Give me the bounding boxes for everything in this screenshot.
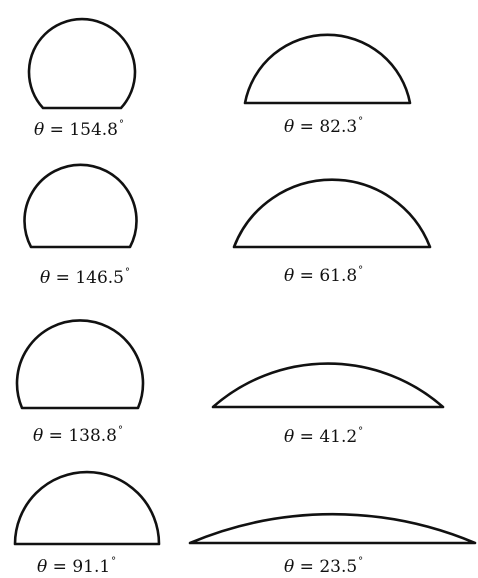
droplet-shape-8 [188, 512, 477, 545]
contact-angle-label-8: θ = 23.5° [284, 556, 364, 577]
droplet-shape-6 [211, 362, 445, 409]
contact-angle-label-7: θ = 91.1° [37, 556, 117, 577]
contact-angle-label-5: θ = 138.8° [33, 425, 123, 446]
droplet-shape-5 [15, 319, 145, 410]
contact-angle-label-2: θ = 82.3° [284, 116, 364, 137]
droplet-shape-4 [232, 178, 432, 249]
droplet-shape-1 [27, 17, 137, 110]
contact-angle-label-6: θ = 41.2° [284, 426, 364, 447]
droplet-shape-3 [23, 163, 138, 249]
contact-angle-label-3: θ = 146.5° [40, 267, 130, 288]
droplet-shape-2 [243, 33, 412, 105]
contact-angle-label-4: θ = 61.8° [284, 265, 364, 286]
contact-angle-label-1: θ = 154.8° [34, 119, 124, 140]
droplet-shape-7 [13, 470, 161, 546]
